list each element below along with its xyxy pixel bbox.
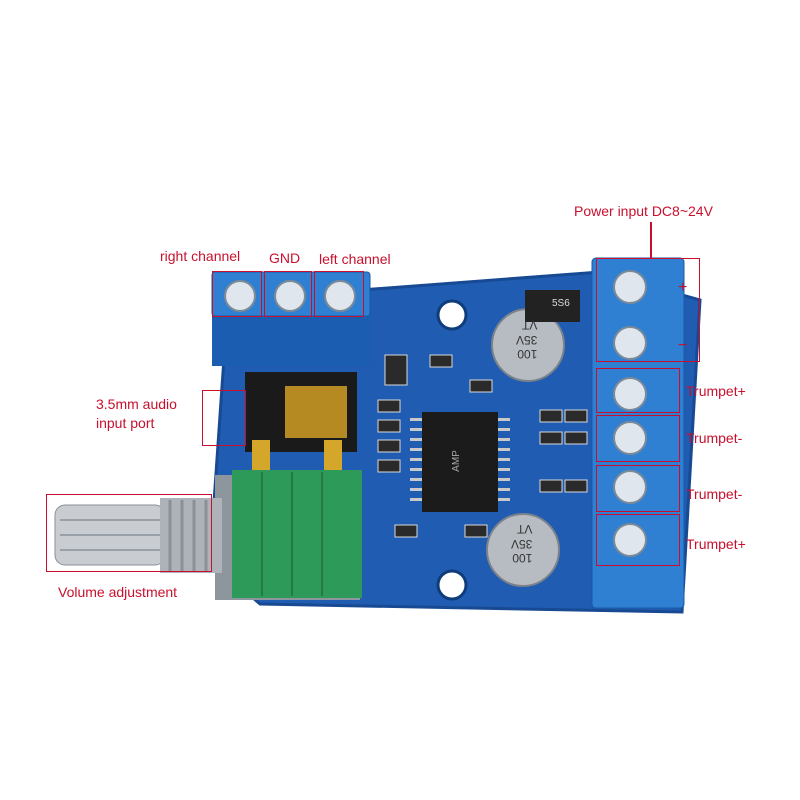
terminal-screw [613, 523, 647, 557]
inductor [525, 290, 580, 322]
trumpet-label-3: Trumpet- [686, 486, 743, 502]
audio-port-label-line2: input port [96, 415, 155, 431]
cap-bottom-text: 100 35V VT [511, 522, 532, 565]
right-channel-box [212, 271, 262, 317]
minus-label: − [678, 337, 688, 354]
audio-port-label-line1: 3.5mm audio [96, 396, 177, 412]
cap-top-line3: VT [522, 318, 538, 333]
cap-bottom-line3: VT [517, 522, 533, 537]
cap-top-line2: 35V [516, 332, 538, 347]
cap-bottom-line2: 35V [511, 536, 533, 551]
mount-hole [436, 569, 468, 601]
terminal-screw [324, 280, 356, 312]
capacitor-bottom [486, 513, 560, 587]
power-input-label: Power input DC8~24V [574, 203, 713, 219]
right-channel-label: right channel [160, 248, 241, 264]
terminal-screw [613, 270, 647, 304]
audio-port-box [202, 390, 246, 446]
cap-top-line1: 100 [517, 347, 538, 362]
trumpet-label-2: Trumpet- [686, 430, 743, 446]
trumpet-box-1 [596, 368, 680, 413]
trumpet-label-1: Trumpet+ [686, 383, 746, 399]
gnd-box [264, 271, 312, 317]
volume-label: Volume adjustment [58, 584, 178, 600]
gnd-label: GND [269, 250, 301, 266]
terminal-screw [613, 421, 647, 455]
trumpet-box-4 [596, 514, 680, 566]
power-input-leader [650, 222, 652, 258]
terminal-screw [274, 280, 306, 312]
terminal-screw [613, 326, 647, 360]
left-channel-label: left channel [319, 251, 391, 267]
cap-top-text: 100 35V VT [516, 318, 537, 361]
plus-label: + [678, 279, 688, 296]
terminal-screw [613, 377, 647, 411]
trumpet-box-2 [596, 415, 680, 462]
amplifier-chip [422, 412, 498, 512]
cap-bottom-line1: 100 [512, 551, 533, 566]
terminal-screw [613, 470, 647, 504]
mount-hole [436, 299, 468, 331]
trumpet-label-4: Trumpet+ [686, 536, 746, 552]
terminal-screw [224, 280, 256, 312]
left-channel-box [314, 271, 364, 317]
power-input-box [596, 258, 700, 362]
volume-box [46, 494, 212, 572]
inductor-code: 5S6 [552, 298, 570, 309]
trumpet-box-3 [596, 465, 680, 512]
chip-marking: AMP [450, 450, 462, 472]
